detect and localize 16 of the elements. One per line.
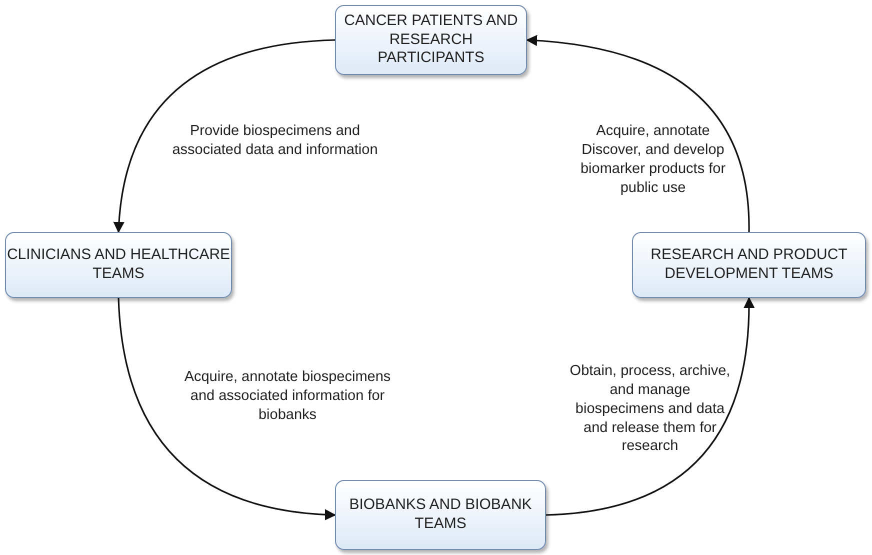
process-box [5,232,232,298]
edge-label: Acquire, annotate biospecimens and associated information for biobanks [183,368,392,425]
arrow [118,298,336,520]
box-label: BIOBANKS AND BIOBANK TEAMS [348,496,533,534]
process-box [335,5,527,75]
arrow [114,39,336,234]
box-label: CANCER PATIENTS AND RESEARCH PARTICIPANTS [343,12,519,68]
process-box [632,232,866,298]
process-box [335,480,546,550]
edge-label: Acquire, annotate Discover, and develop biomarker products for public use [579,122,727,198]
edge-label: Provide biospecimens and associated data and information [171,122,379,160]
arrow [546,296,754,516]
box-label: CLINICIANS AND HEALTHCARE TEAMS [6,246,231,284]
box-label: RESEARCH AND PRODUCT DEVELOPMENT TEAMS [650,246,848,284]
edge-label: Obtain, process, archive, and manage biospecimens and data and release them for research [568,362,732,456]
arrow [526,35,750,232]
